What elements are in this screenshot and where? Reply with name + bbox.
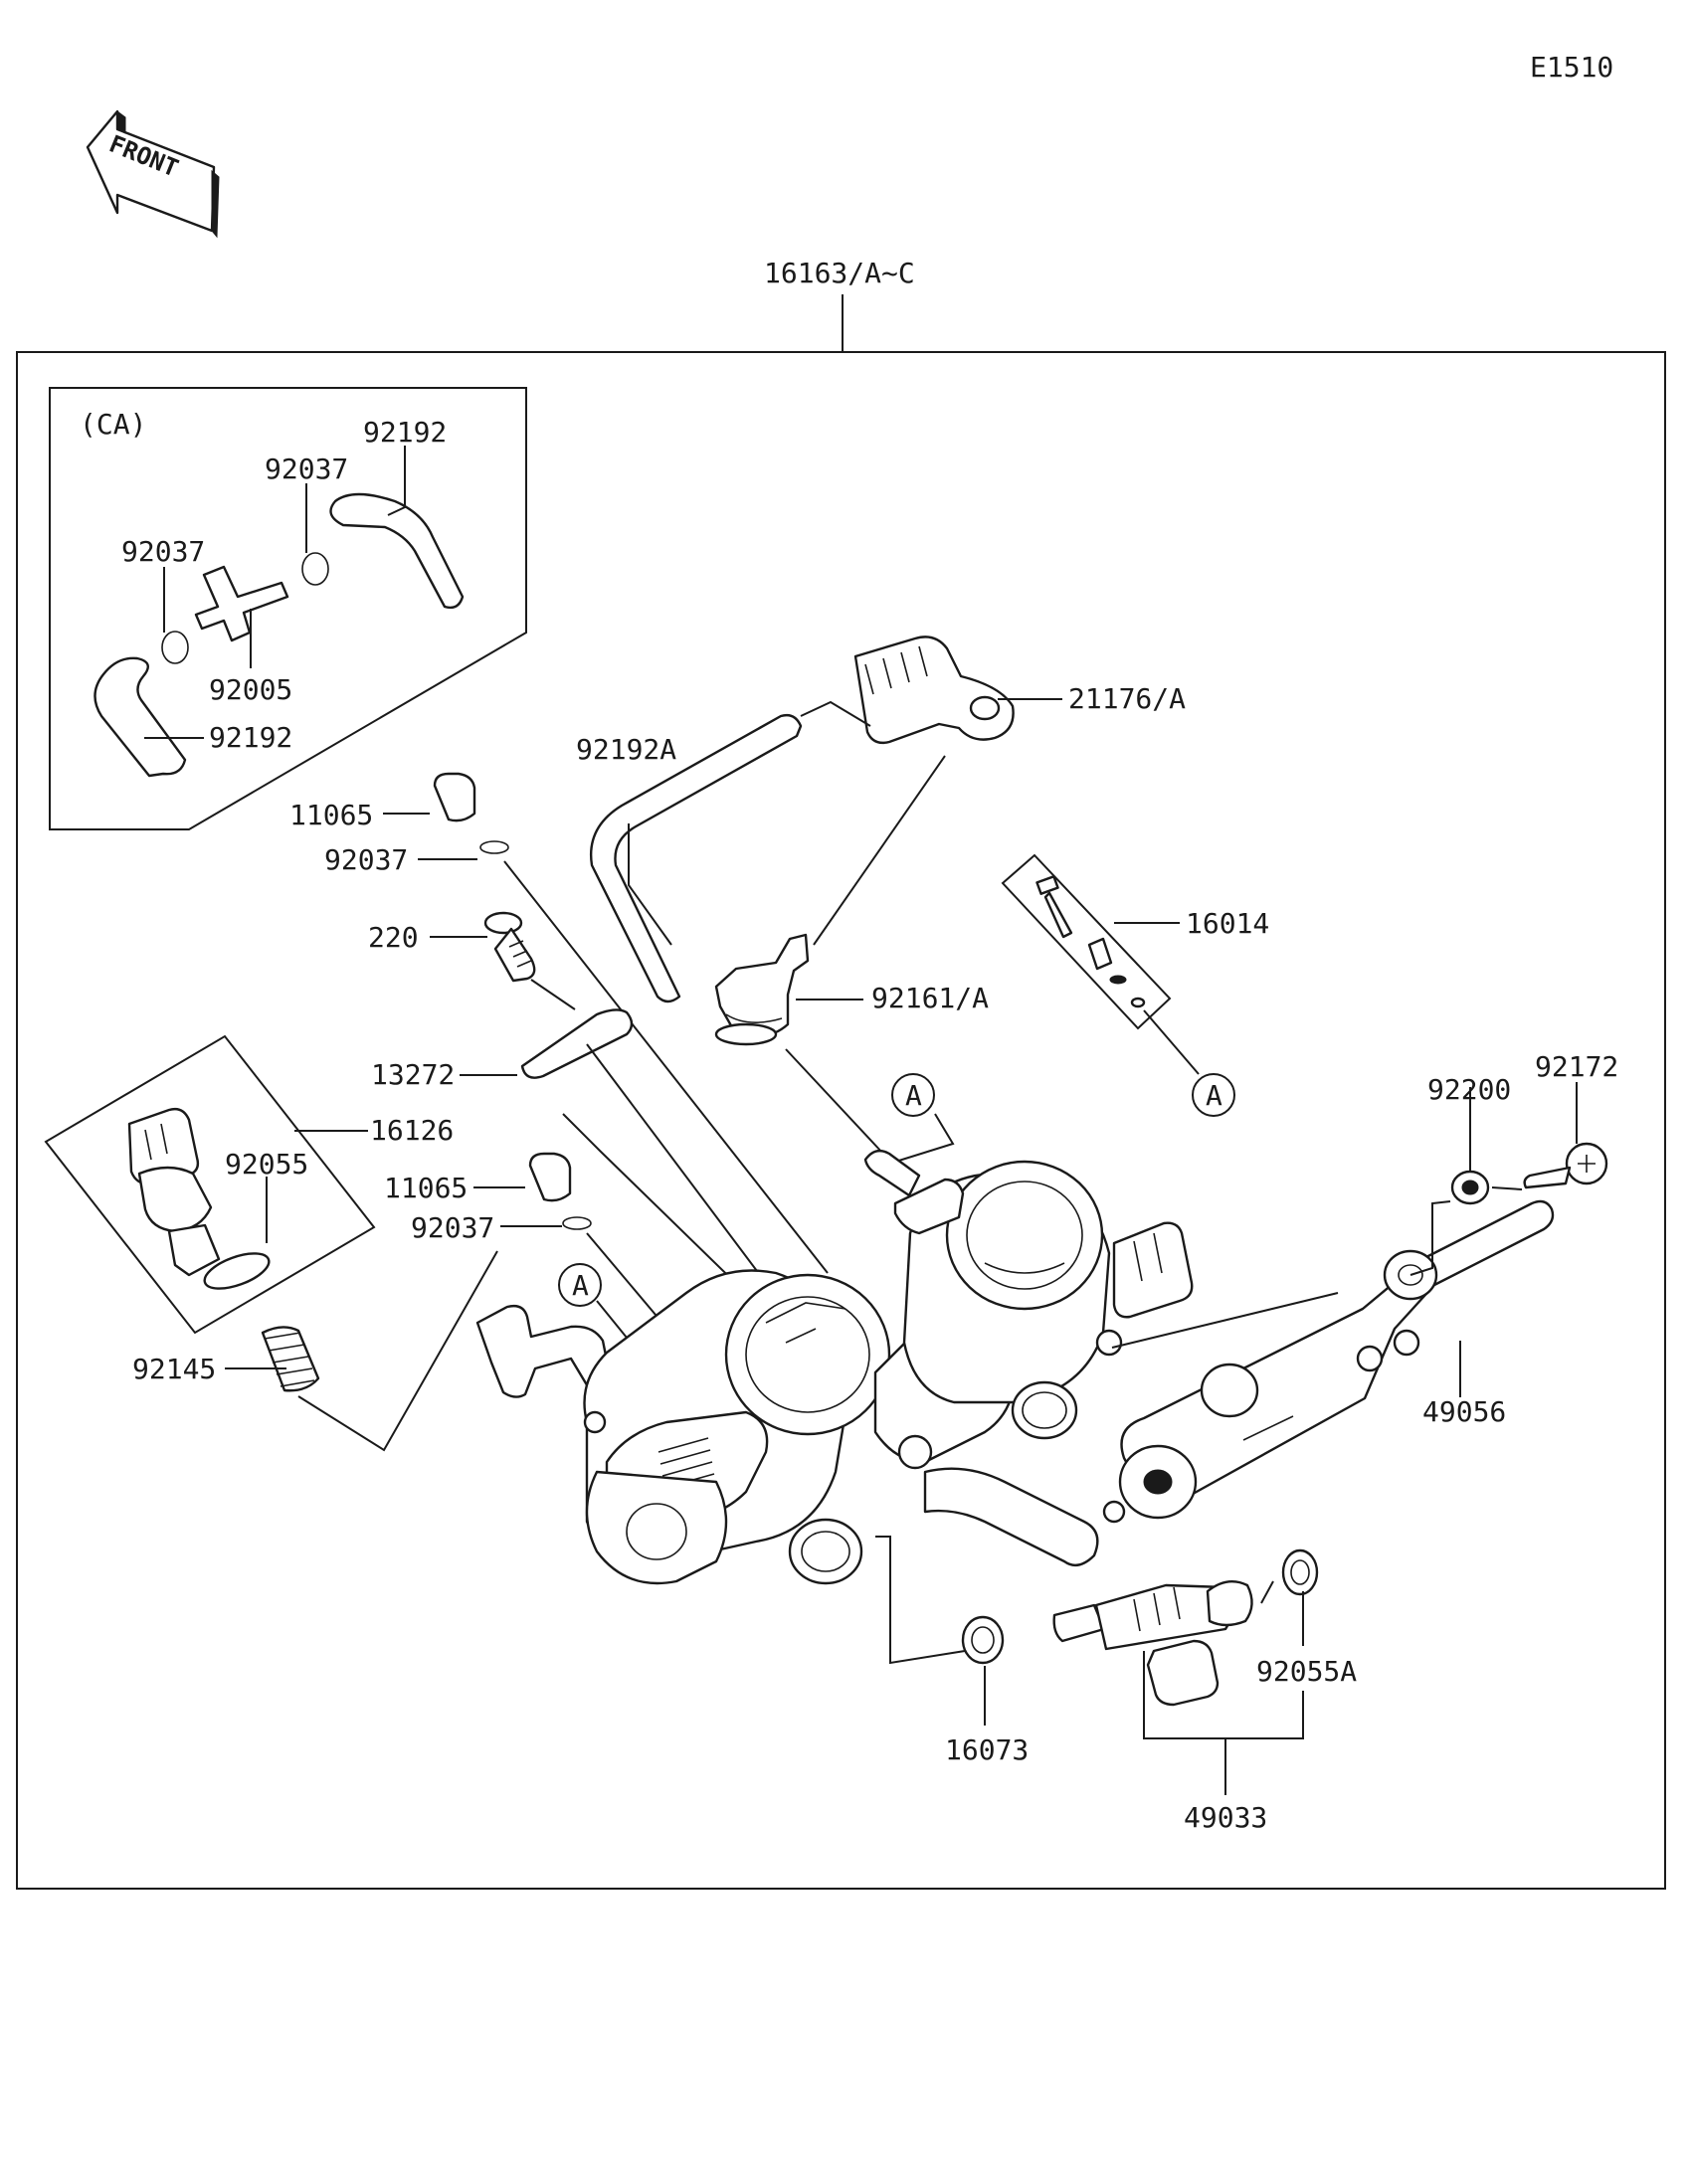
ref-a-label-3: A	[572, 1269, 589, 1302]
callout-49033: 49033	[1184, 1801, 1267, 1834]
ca-inset-frame	[49, 387, 527, 830]
leader-92037-c-long	[503, 860, 829, 1274]
leader-92161-to-body	[785, 1048, 884, 1155]
sensor-92161	[714, 933, 810, 1046]
callout-92200: 92200	[1427, 1073, 1511, 1106]
ref-a-circle-1	[891, 1073, 935, 1117]
ref-a-label-1: A	[905, 1079, 922, 1112]
assembly-part-label: 16163/A~C	[764, 257, 915, 289]
callout-92192-bottom: 92192	[209, 721, 292, 754]
callout-92037-a: 92037	[265, 453, 348, 485]
leader-92172-to-washer	[1491, 1186, 1523, 1190]
leader-92192A	[628, 823, 672, 946]
cap-11065-a	[433, 772, 476, 822]
ca-label: (CA)	[80, 408, 146, 441]
leader-92192-top	[387, 446, 406, 516]
callout-16126: 16126	[370, 1114, 454, 1147]
callout-92145: 92145	[132, 1353, 216, 1385]
throttle-body	[475, 1149, 1194, 1585]
callout-92055: 92055	[225, 1148, 308, 1181]
kit-16014-parts	[1035, 875, 1146, 1008]
callout-92055A: 92055A	[1256, 1655, 1357, 1688]
ref-a-circle-2	[1192, 1073, 1235, 1117]
clip-92037-c	[479, 840, 509, 854]
seal-16073	[961, 1615, 1005, 1665]
callout-16014: 16014	[1186, 907, 1269, 940]
ca-hose-upper	[329, 492, 465, 610]
spring-92145	[261, 1326, 320, 1392]
ca-clip-2	[161, 631, 189, 664]
callout-92192A: 92192A	[576, 733, 676, 766]
callout-220: 220	[368, 921, 419, 954]
sensor-16126-frame	[44, 1034, 376, 1335]
callout-92037-d: 92037	[411, 1211, 494, 1244]
callout-92192-top: 92192	[363, 416, 447, 449]
assembly-frame	[16, 351, 1666, 1890]
leader-21176-to-92161	[813, 755, 946, 946]
callout-92161: 92161/A	[871, 982, 989, 1014]
fuel-rail-49056	[1118, 1199, 1555, 1520]
callout-92037-c: 92037	[324, 843, 408, 876]
leader-21176-hose	[800, 700, 871, 727]
ca-hose-lower	[94, 656, 187, 778]
leader-49056-to-body	[1111, 1292, 1339, 1349]
leader-16073-bracket	[875, 1536, 966, 1665]
leader-220-to-13272	[530, 979, 576, 1010]
screw-92172	[1523, 1142, 1608, 1189]
clip-92037-d	[562, 1216, 592, 1230]
callout-11065-b: 11065	[384, 1172, 468, 1204]
ca-clip-1	[301, 552, 329, 586]
leader-injector-to-92055A	[1260, 1580, 1274, 1604]
leader-49033-bracket	[1143, 1651, 1304, 1739]
washer-92200	[1450, 1170, 1490, 1205]
cap-11065-b	[528, 1152, 572, 1202]
callout-49056: 49056	[1422, 1395, 1506, 1428]
screw-220	[483, 911, 536, 983]
front-arrow-icon: FRONT	[86, 109, 220, 239]
callout-13272: 13272	[371, 1058, 455, 1091]
bracket-13272	[520, 1008, 634, 1079]
sensor-16126	[127, 1107, 271, 1290]
callout-92005: 92005	[209, 673, 292, 706]
injector-49033	[1052, 1579, 1253, 1707]
hose-92192A	[589, 713, 803, 1003]
callout-21176: 21176/A	[1068, 682, 1186, 715]
leader-92200-to-rail	[1409, 1200, 1451, 1276]
kit-16014-frame	[1001, 853, 1172, 1030]
callout-92172: 92172	[1535, 1050, 1618, 1083]
leader-11065-b-long	[562, 1113, 757, 1304]
sensor-21176	[853, 636, 1015, 745]
callout-11065-a: 11065	[289, 799, 373, 831]
leader-13272-long	[586, 1043, 767, 1284]
ca-t-joint	[194, 565, 289, 642]
callout-92037-b: 92037	[121, 535, 205, 568]
leader-92145-long	[297, 1250, 498, 1452]
leader-16014-a	[1143, 1009, 1200, 1075]
ref-a-label-2: A	[1206, 1079, 1222, 1112]
seal-92055A	[1281, 1548, 1319, 1596]
leader-ref-a-1	[888, 1113, 955, 1165]
ref-a-circle-3	[558, 1263, 602, 1307]
diagram-id: E1510	[1530, 51, 1613, 84]
callout-16073: 16073	[945, 1733, 1029, 1766]
